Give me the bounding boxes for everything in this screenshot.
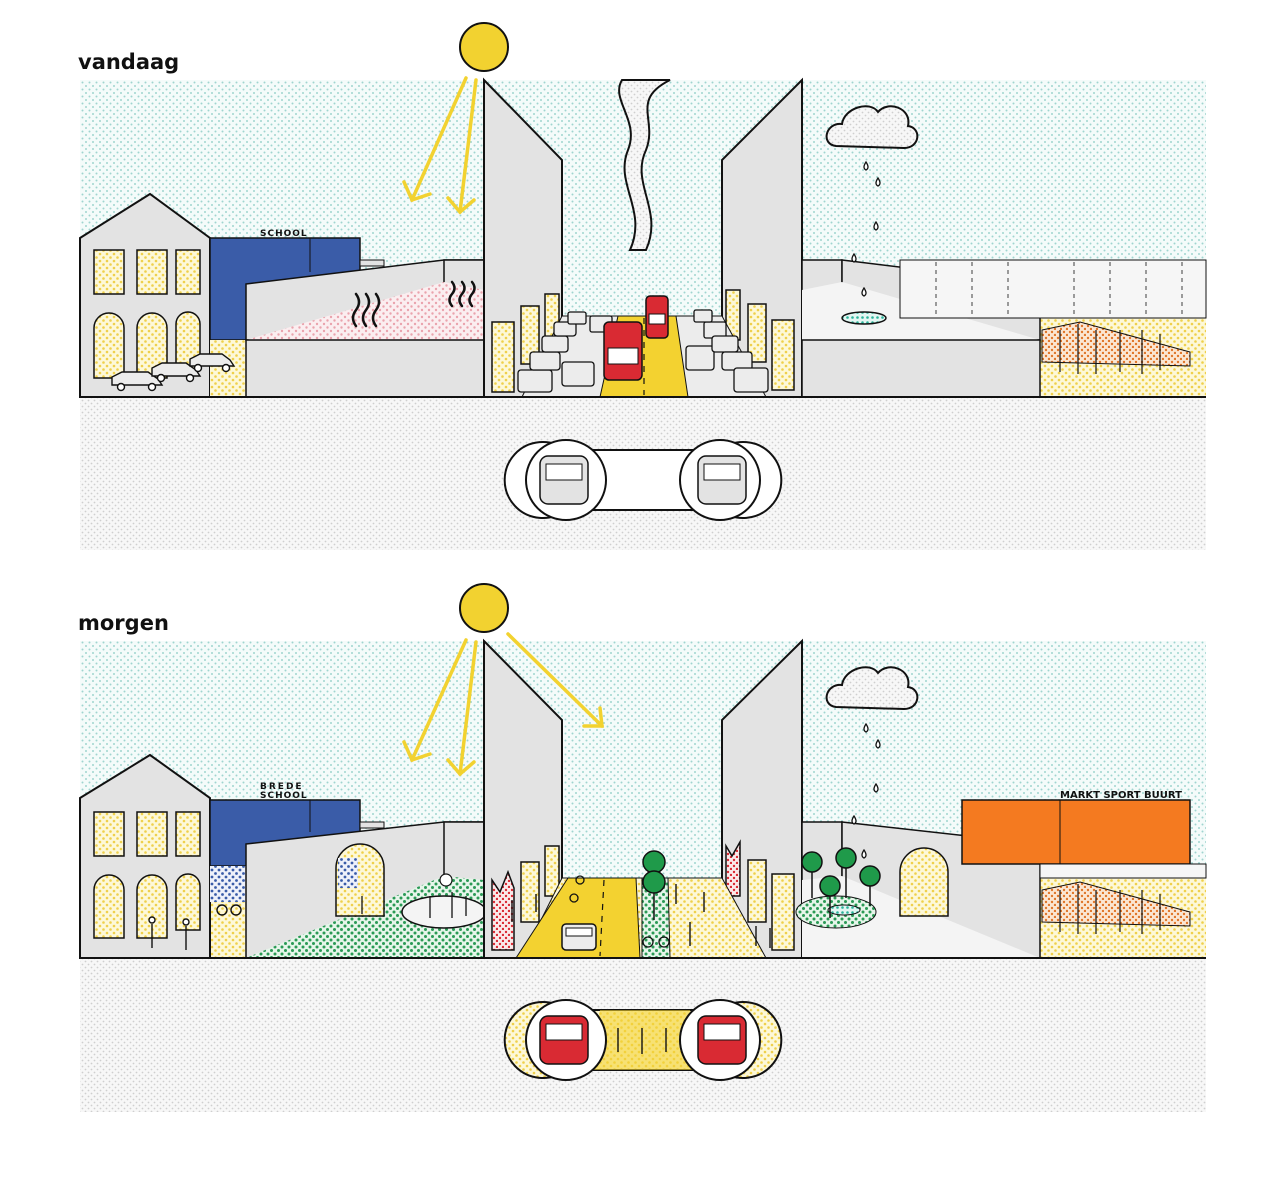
metro-tunnel-tomorrow [503,999,783,1081]
back-facade [899,259,1207,319]
stairs-crowd [1041,881,1191,934]
school-label: SCHOOL [260,229,308,239]
pedestrians-left [148,904,242,950]
puddle [841,311,887,325]
school-label: SCHOOL [260,791,308,801]
metro-tunnel-today [503,439,783,521]
rain-cloud-icon [825,105,919,297]
car-icon [561,923,597,951]
play-area [401,895,487,929]
bicycle-icon [216,904,228,916]
pedestrians-street [511,884,771,948]
heat-wave-icon [351,280,476,328]
tree-icon [642,850,666,920]
left-shopfronts [491,293,560,393]
train-icon [539,1015,747,1065]
historic-building [79,753,211,959]
sun-icon [402,583,604,777]
street-traffic [517,295,769,398]
right-greenfronts [725,839,795,951]
panel-today: SCHOOL [79,22,1207,550]
left-wall-heat [245,259,485,398]
historic-building [79,192,211,398]
street-green [511,850,771,959]
left-wall-green [245,821,487,959]
market-label: MARKT SPORT BUURT [1060,790,1182,801]
parked-cars [111,353,236,392]
rain-cloud-icon [825,666,919,859]
tree-icon [801,847,881,918]
train-icon [539,455,747,505]
bus-icon [603,295,669,381]
water-pond [827,904,861,916]
stairs-crowd [1041,321,1191,374]
panel-title-today: vandaag [78,50,180,74]
panel-title-tomorrow: morgen [78,611,169,635]
bicycle-icon [569,875,670,948]
left-greenfronts [491,845,560,951]
smog-ribbon [618,79,671,251]
brede-label: BREDE [260,782,304,792]
sun-icon [402,22,509,215]
panel-tomorrow: BREDE SCHOOL [79,583,1207,1112]
right-shopfronts [725,289,795,391]
market-sport-building: MARKT SPORT BUURT [961,790,1207,879]
